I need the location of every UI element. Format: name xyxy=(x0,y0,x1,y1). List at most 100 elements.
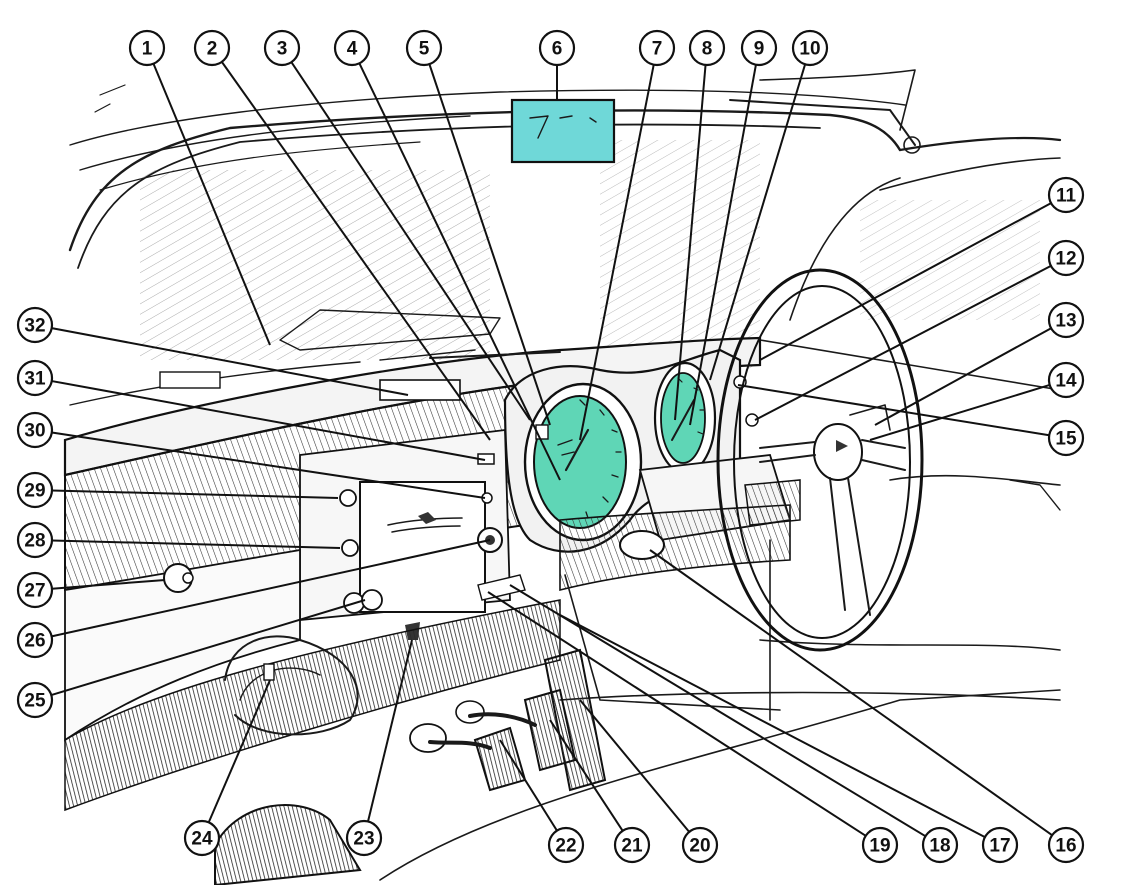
leader-line-20 xyxy=(579,699,690,833)
callout-5: 5 xyxy=(405,29,443,67)
callout-number-8: 8 xyxy=(702,39,713,60)
leader-line-26 xyxy=(51,539,491,638)
windscreen xyxy=(68,69,1062,391)
callout-number-10: 10 xyxy=(799,39,820,60)
leader-line-12 xyxy=(754,264,1052,421)
callout-13: 13 xyxy=(1047,301,1085,339)
callout-22: 22 xyxy=(547,826,585,864)
callout-3: 3 xyxy=(263,29,301,67)
leader-line-9 xyxy=(689,64,757,426)
callout-1: 1 xyxy=(128,29,166,67)
callout-circle-10 xyxy=(791,29,829,67)
callout-20: 20 xyxy=(681,826,719,864)
callout-number-17: 17 xyxy=(989,836,1010,857)
callout-circle-32 xyxy=(16,306,54,344)
callout-19: 19 xyxy=(861,826,899,864)
callout-18: 18 xyxy=(921,826,959,864)
callout-4: 4 xyxy=(333,29,371,67)
callout-circle-18 xyxy=(921,826,959,864)
callout-number-2: 2 xyxy=(207,39,218,60)
callout-number-3: 3 xyxy=(277,39,288,60)
callout-2: 2 xyxy=(193,29,231,67)
leader-line-4 xyxy=(358,62,561,481)
callout-number-20: 20 xyxy=(689,836,710,857)
callout-28: 28 xyxy=(16,521,54,559)
callout-circle-19 xyxy=(861,826,899,864)
callout-9: 9 xyxy=(740,29,778,67)
callout-15: 15 xyxy=(1047,419,1085,457)
callout-27: 27 xyxy=(16,571,54,609)
callout-number-7: 7 xyxy=(652,39,663,60)
callout-number-5: 5 xyxy=(419,39,430,60)
leader-line-16 xyxy=(649,549,1053,836)
callout-circle-27 xyxy=(16,571,54,609)
callout-circle-13 xyxy=(1047,301,1085,339)
callout-circle-2 xyxy=(193,29,231,67)
callout-21: 21 xyxy=(613,826,651,864)
leader-line-24 xyxy=(207,679,271,823)
callout-circle-29 xyxy=(16,471,54,509)
leader-line-28 xyxy=(51,539,341,549)
callout-number-11: 11 xyxy=(1056,186,1077,207)
callout-circle-16 xyxy=(1047,826,1085,864)
callout-17: 17 xyxy=(981,826,1019,864)
callout-circle-23 xyxy=(345,819,383,857)
callout-circle-31 xyxy=(16,359,54,397)
callout-31: 31 xyxy=(16,359,54,397)
leader-line-8 xyxy=(674,64,707,421)
callout-number-19: 19 xyxy=(869,836,890,857)
callout-circle-26 xyxy=(16,621,54,659)
callout-circle-1 xyxy=(128,29,166,67)
callout-7: 7 xyxy=(638,29,676,67)
callout-circle-22 xyxy=(547,826,585,864)
leader-line-10 xyxy=(709,63,807,381)
leader-line-1 xyxy=(152,63,271,346)
callout-32: 32 xyxy=(16,306,54,344)
leader-line-22 xyxy=(499,739,558,832)
leader-line-7 xyxy=(579,64,655,441)
steering-wheel xyxy=(716,268,924,652)
pedals xyxy=(379,648,1061,881)
callout-number-31: 31 xyxy=(24,369,46,390)
leader-line-15 xyxy=(737,384,1050,437)
callout-circle-25 xyxy=(16,681,54,719)
callout-circle-17 xyxy=(981,826,1019,864)
callout-circle-20 xyxy=(681,826,719,864)
leader-line-13 xyxy=(874,327,1052,426)
rear-view-mirror xyxy=(510,98,616,164)
callout-23: 23 xyxy=(345,819,383,857)
leader-line-29 xyxy=(51,489,339,499)
callout-number-24: 24 xyxy=(191,829,213,850)
callout-circle-12 xyxy=(1047,239,1085,277)
callout-number-14: 14 xyxy=(1055,371,1077,392)
callout-circle-6 xyxy=(538,29,576,67)
callout-number-22: 22 xyxy=(555,836,576,857)
callout-number-29: 29 xyxy=(24,481,45,502)
callout-circle-5 xyxy=(405,29,443,67)
callout-circle-4 xyxy=(333,29,371,67)
callout-circle-3 xyxy=(263,29,301,67)
callout-circle-21 xyxy=(613,826,651,864)
callout-number-12: 12 xyxy=(1055,249,1076,270)
callout-number-21: 21 xyxy=(621,836,643,857)
callout-30: 30 xyxy=(16,411,54,449)
leader-line-18 xyxy=(509,584,926,838)
callout-circle-24 xyxy=(183,819,221,857)
leader-line-31 xyxy=(51,380,486,461)
callout-circle-28 xyxy=(16,521,54,559)
callout-circle-30 xyxy=(16,411,54,449)
leader-line-2 xyxy=(221,61,491,441)
callout-number-9: 9 xyxy=(754,39,765,60)
leader-lines xyxy=(50,61,1053,839)
leader-line-32 xyxy=(51,327,409,396)
leader-line-14 xyxy=(869,384,1051,441)
callout-number-27: 27 xyxy=(24,581,45,602)
leader-line-19 xyxy=(487,591,867,837)
callout-circle-14 xyxy=(1047,361,1085,399)
leader-line-30 xyxy=(51,431,486,499)
callout-number-30: 30 xyxy=(24,421,45,442)
callout-number-23: 23 xyxy=(353,829,374,850)
leader-line-23 xyxy=(367,639,413,822)
